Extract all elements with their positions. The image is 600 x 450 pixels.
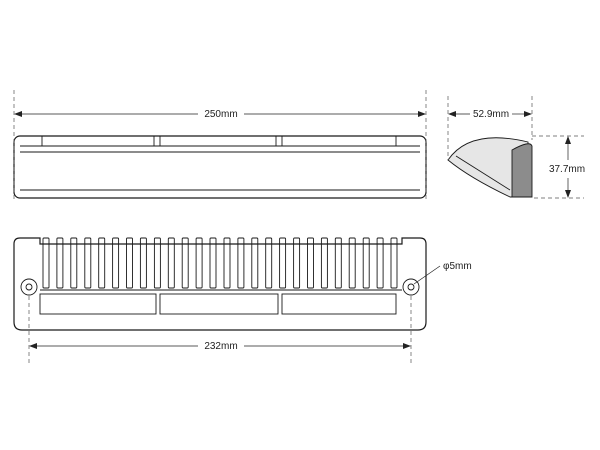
cooling-fin xyxy=(56,237,64,289)
cooling-fin xyxy=(223,237,231,289)
cooling-fin xyxy=(293,237,301,289)
depth-label: 52.9mm xyxy=(473,109,509,120)
mount-arrow-right xyxy=(403,343,411,349)
height-label: 37.7mm xyxy=(549,164,585,175)
front-lens-segment-1 xyxy=(41,135,155,147)
side-lens-edge xyxy=(455,155,511,191)
rear-lens-window-1 xyxy=(39,293,157,315)
depth-arrow-left xyxy=(448,111,456,117)
cooling-fin xyxy=(334,237,342,289)
cooling-fin xyxy=(265,237,273,289)
cooling-fin xyxy=(279,237,287,289)
cooling-fin xyxy=(362,237,370,289)
front-lens-segment-2 xyxy=(159,135,277,147)
cooling-fin xyxy=(167,237,175,289)
cooling-fin xyxy=(112,237,120,289)
side-view xyxy=(447,137,533,198)
rear-view xyxy=(13,237,427,331)
front-lens-segment-3 xyxy=(281,135,397,147)
mount-spacing-label: 232mm xyxy=(204,341,237,352)
cooling-fin xyxy=(237,237,245,289)
cooling-fin xyxy=(348,237,356,289)
mount-spacing-dimension: 232mm xyxy=(28,296,412,366)
cooling-fin xyxy=(84,237,92,289)
side-shadow xyxy=(511,143,533,198)
cooling-fin xyxy=(126,237,133,289)
cooling-fin xyxy=(70,237,78,289)
height-arrow-bottom xyxy=(565,190,571,198)
cooling-fin xyxy=(376,237,384,289)
depth-arrow-right xyxy=(524,111,532,117)
front-body-outline xyxy=(13,135,427,199)
cooling-fin xyxy=(251,237,259,289)
cooling-fin xyxy=(209,237,217,289)
rear-lens-window-2 xyxy=(159,293,279,315)
cooling-fin xyxy=(390,237,398,289)
arrow-left xyxy=(14,111,22,117)
mount-hole-left-inner xyxy=(25,283,33,291)
hole-diameter-label: φ5mm xyxy=(443,261,472,272)
arrow-right xyxy=(418,111,426,117)
cooling-fin xyxy=(320,237,328,289)
depth-dimension: 52.9mm xyxy=(447,96,533,160)
overall-width-dimension: 250mm xyxy=(13,90,427,200)
cooling-fins xyxy=(42,237,398,289)
height-arrow-top xyxy=(565,136,571,144)
height-dimension: 37.7mm xyxy=(532,135,585,199)
rear-lens-window-3 xyxy=(281,293,397,315)
cooling-fin xyxy=(181,237,189,289)
cooling-fin xyxy=(307,237,314,289)
hole-leader-line xyxy=(413,265,441,285)
overall-width-label: 250mm xyxy=(204,109,237,120)
mount-hole-right-outer xyxy=(402,278,420,296)
hole-diameter-callout: φ5mm xyxy=(413,261,472,285)
cooling-fin xyxy=(98,237,106,289)
cooling-fin xyxy=(42,237,50,289)
cooling-fin xyxy=(153,237,161,289)
cooling-fin xyxy=(195,237,203,289)
mount-hole-right-inner xyxy=(407,283,415,291)
front-view xyxy=(13,135,427,199)
mount-hole-left-outer xyxy=(20,278,38,296)
mount-arrow-left xyxy=(29,343,37,349)
cooling-fin xyxy=(139,237,147,289)
rear-body-outline xyxy=(13,237,427,331)
